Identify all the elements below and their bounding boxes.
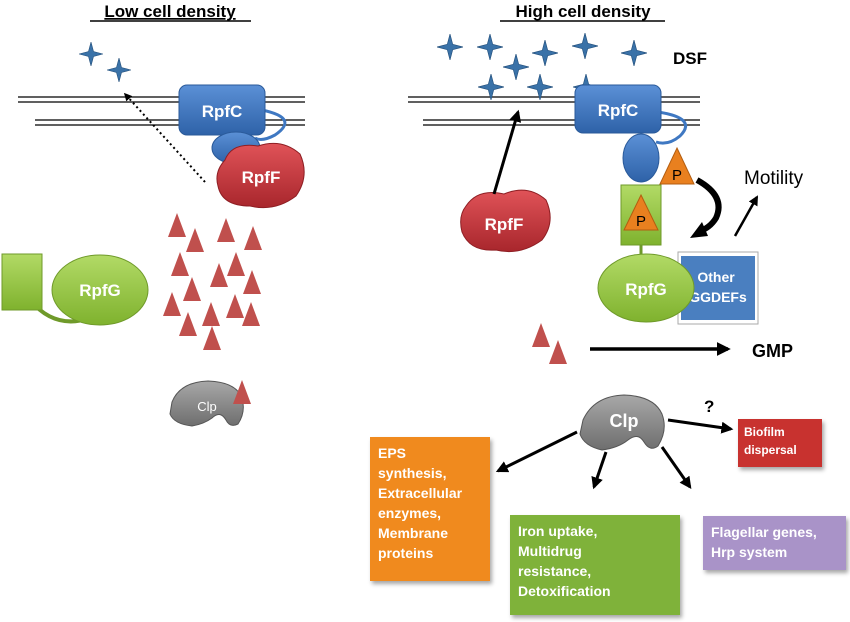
rpfg-right	[597, 253, 695, 323]
rpff-right	[460, 189, 551, 253]
clp-left-label: Clp	[197, 399, 217, 414]
dsf-star-icon	[79, 42, 103, 66]
cdigmp-triangle-icon	[202, 302, 220, 326]
cdigmp-triangle-icon	[227, 252, 245, 276]
cdigmp-triangle-icon	[210, 263, 228, 287]
biofilm-output-text: Biofilm dispersal	[744, 425, 797, 457]
cdigmp-triangle-icon	[242, 302, 260, 326]
cdigmp-triangle-icon	[183, 277, 201, 301]
phospho-icon-rpfc	[659, 146, 695, 185]
motility-label: Motility	[744, 168, 804, 189]
cdigmp-triangle-icon	[243, 270, 261, 294]
phosphotransfer-curved-arrow	[695, 177, 722, 235]
dsf-star-icon	[437, 34, 463, 60]
phospho-label-rpfg: P	[636, 213, 646, 230]
cdigmp-triangle-icon	[244, 226, 262, 250]
clp-to-flagellar-arrow	[660, 446, 692, 489]
cdigmp-triangle-icon	[203, 326, 221, 350]
phospho-label-rpfc: P	[672, 167, 682, 184]
rpfc-receiver-right	[622, 133, 660, 183]
dsf-star-icon	[503, 54, 529, 80]
dsf-star-icon	[621, 40, 647, 66]
dsf-star-icon	[107, 58, 131, 82]
rpfc-left-label: RpfC	[202, 102, 243, 121]
rpfc-right-label: RpfC	[598, 101, 639, 120]
dsf-label: DSF	[673, 49, 707, 68]
rpfg-right-label: RpfG	[625, 280, 667, 299]
clp-to-eps-arrow	[495, 430, 578, 473]
cdigmp-triangle-icon	[549, 340, 567, 364]
rpff-left	[216, 142, 305, 209]
iron-output-text: Iron uptake, Multidrug resistance, Detox…	[518, 523, 611, 599]
iron-output-box: Iron uptake, Multidrug resistance, Detox…	[510, 515, 680, 615]
flagellar-output-box: Flagellar genes, Hrp system	[703, 516, 846, 570]
phospho-icon-rpfg	[623, 193, 659, 231]
right-panel-title: High cell density	[515, 2, 651, 21]
biofilm-output-box: Biofilm dispersal	[738, 419, 822, 467]
cdigmp-cluster-left	[163, 213, 262, 350]
cdigmp-triangle-icon	[163, 292, 181, 316]
eps-output-text: EPS synthesis, Extracellular enzymes, Me…	[378, 445, 463, 561]
cdigmp-triangle-icon	[168, 213, 186, 237]
clp-to-iron-arrow	[591, 451, 608, 490]
rpff-left-label: RpfF	[242, 168, 281, 187]
clp-left	[169, 380, 244, 427]
rpfc-right	[574, 84, 662, 134]
dsf-star-icon	[572, 33, 598, 59]
question-mark: ?	[704, 397, 714, 416]
other-ggdefs-label: Other GGDEFs	[689, 269, 747, 305]
flagellar-output-text: Flagellar genes, Hrp system	[711, 524, 817, 560]
motility-arrow	[733, 195, 759, 237]
rpfg-left	[51, 254, 149, 326]
rpff-right-label: RpfF	[485, 215, 524, 234]
cdigmp-triangle-icon	[186, 228, 204, 252]
dsf-star-icon	[477, 34, 503, 60]
rpfc-tail-right	[655, 110, 687, 145]
eps-output-box: EPS synthesis, Extracellular enzymes, Me…	[370, 437, 490, 581]
rpff-to-dsf-arrow	[492, 109, 522, 195]
clp-right	[579, 394, 665, 451]
clp-right-label: Clp	[610, 411, 639, 431]
dsf-star-icon	[478, 74, 504, 100]
cdigmp-triangle-icon	[226, 294, 244, 318]
cdigmp-triangle-icon	[171, 252, 189, 276]
gmp-label: GMP	[752, 341, 793, 361]
rpfg-hdgyp-domain-left	[1, 253, 43, 311]
cdigmp-triangle-icon	[217, 218, 235, 242]
dsf-star-icon	[532, 40, 558, 66]
clp-to-biofilm-arrow	[667, 418, 734, 434]
phosphotransfer-arrowhead-icon	[690, 222, 708, 238]
cdigmp-triangle-icon	[532, 323, 550, 347]
cdigmp-triangle-icon	[179, 312, 197, 336]
dsf-star-icon	[527, 74, 553, 100]
rpfc-tail-left	[254, 108, 287, 141]
rpfg-left-label: RpfG	[79, 281, 121, 300]
left-panel-title: Low cell density	[104, 2, 236, 21]
